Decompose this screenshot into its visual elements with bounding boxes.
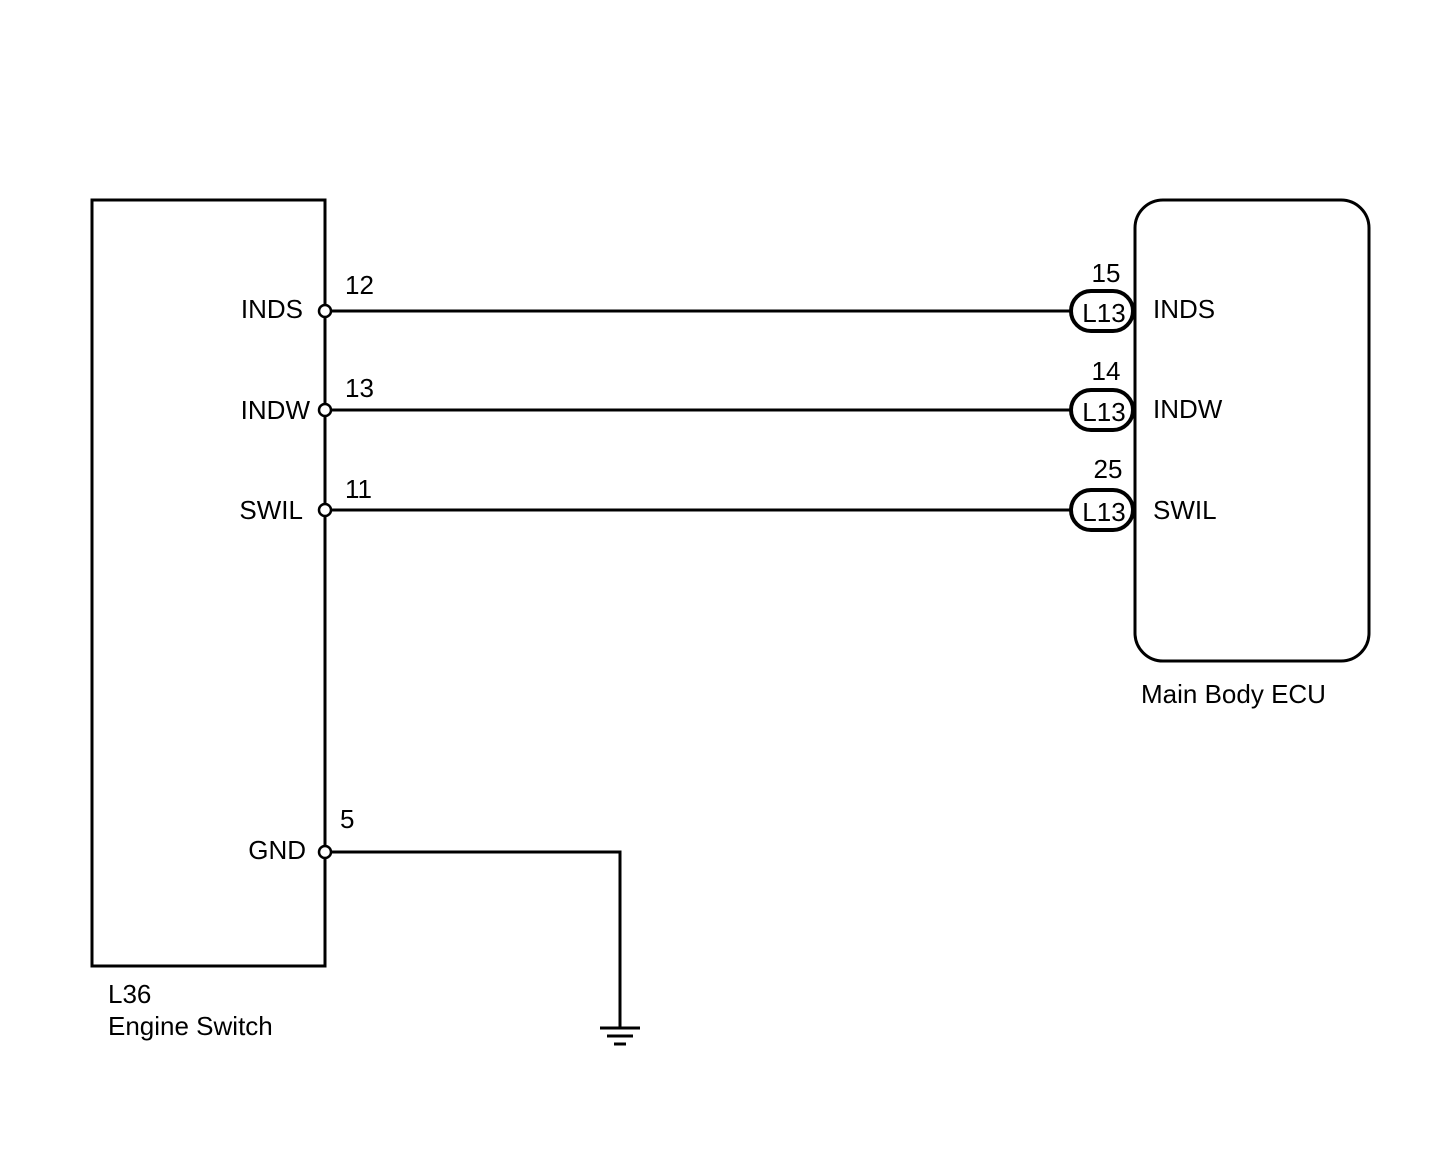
right-pin-name-indw: INDW xyxy=(1153,394,1223,424)
left-component-name: Engine Switch xyxy=(108,1011,273,1041)
right-pin-number-inds: 15 xyxy=(1092,258,1121,288)
left-pin-number-inds: 12 xyxy=(345,270,374,300)
terminal-swil xyxy=(317,502,333,518)
left-pin-name-gnd: GND xyxy=(248,835,306,865)
connector-indw: L13 xyxy=(1069,388,1135,432)
right-pin-number-indw: 14 xyxy=(1092,356,1121,386)
left-component-code: L36 xyxy=(108,979,151,1009)
main-body-ecu-box xyxy=(1133,198,1371,663)
left-pin-name-indw: INDW xyxy=(241,395,311,425)
left-pin-number-indw: 13 xyxy=(345,373,374,403)
left-pin-name-swil: SWIL xyxy=(239,495,303,525)
terminal-inds xyxy=(317,303,333,319)
terminal-indw xyxy=(317,402,333,418)
engine-switch-box xyxy=(90,198,327,968)
connector-swil: L13 xyxy=(1069,488,1135,532)
left-pin-number-swil: 11 xyxy=(345,474,372,504)
wire-gnd xyxy=(325,850,622,1028)
terminal-gnd xyxy=(317,844,333,860)
connector-label-inds: L13 xyxy=(1082,298,1125,328)
connector-label-indw: L13 xyxy=(1082,397,1125,427)
connector-label-swil: L13 xyxy=(1082,497,1125,527)
right-component-name: Main Body ECU xyxy=(1141,679,1326,709)
left-pin-name-inds: INDS xyxy=(241,294,303,324)
right-pin-name-inds: INDS xyxy=(1153,294,1215,324)
right-pin-name-swil: SWIL xyxy=(1153,495,1217,525)
left-pin-number-gnd: 5 xyxy=(340,804,354,834)
connector-inds: L13 xyxy=(1069,289,1135,333)
right-pin-number-swil: 25 xyxy=(1094,454,1123,484)
ground-symbol xyxy=(600,1026,640,1046)
